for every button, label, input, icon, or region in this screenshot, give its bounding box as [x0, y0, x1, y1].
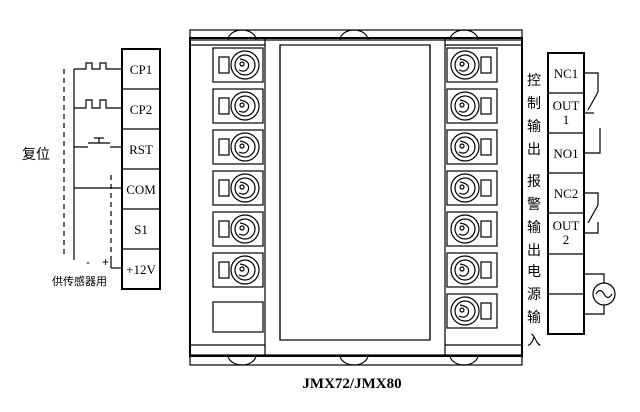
- right-screw-terminals: [446, 47, 498, 329]
- sensor-supply-label: 供传感器用: [52, 274, 107, 288]
- left-empty-slot: [212, 301, 264, 333]
- power-input-char-1: 电: [527, 264, 541, 280]
- minus-sign: -: [86, 255, 90, 269]
- terminal-s1-label: S1: [134, 222, 148, 237]
- terminal-com-label: COM: [126, 182, 156, 197]
- terminal-nc1-label: NC1: [554, 66, 579, 81]
- alarm-output-group: 报 警 输 出: [527, 174, 541, 259]
- right-terminal-strip: NC1 OUT 1 NO1 NC2 OUT 2: [547, 52, 585, 335]
- power-input-char-2: 源: [527, 287, 541, 303]
- terminal-nc2-label: NC2: [554, 186, 579, 201]
- left-screw-terminals: [212, 47, 264, 288]
- screw-terminal-icon: [446, 170, 498, 206]
- screw-terminal-icon: [446, 47, 498, 83]
- power-input-char-4: 入: [527, 333, 541, 349]
- left-terminal-strip: CP1 CP2 RST COM S1 +12V: [121, 48, 161, 290]
- ac-source-icon: [592, 282, 616, 306]
- alarm-output-char-4: 出: [527, 243, 541, 259]
- terminal-out2-label: OUT: [553, 218, 580, 233]
- screw-terminal-icon: [212, 170, 264, 206]
- reset-label: 复位: [22, 146, 50, 163]
- terminal-rst-label: RST: [129, 142, 153, 157]
- terminal-cp2-label: CP2: [130, 102, 152, 117]
- power-input-group: 电 源 输 入: [527, 264, 541, 349]
- screw-terminal-icon: [212, 129, 264, 165]
- control-output-group: 控 制 输 出: [527, 73, 541, 158]
- device-body: [189, 29, 523, 366]
- control-output-char-3: 输: [527, 119, 541, 135]
- screw-terminal-icon: [212, 88, 264, 124]
- screw-terminal-icon: [446, 252, 498, 288]
- alarm-output-char-2: 警: [527, 197, 541, 213]
- power-input-char-3: 输: [527, 310, 541, 326]
- screw-terminal-icon: [446, 88, 498, 124]
- terminal-no1-label: NO1: [553, 146, 578, 161]
- plus-sign: +: [102, 255, 109, 269]
- model-name: JMX72/JMX80: [302, 376, 401, 392]
- screw-terminal-icon: [446, 211, 498, 247]
- screw-terminal-icon: [212, 252, 264, 288]
- terminal-out1-label: OUT: [553, 98, 580, 113]
- control-output-char-1: 控: [527, 73, 541, 89]
- alarm-output-char-3: 输: [527, 220, 541, 236]
- terminal-cp1-label: CP1: [130, 62, 152, 77]
- terminal-out2-number: 2: [563, 232, 570, 247]
- screw-terminal-icon: [212, 211, 264, 247]
- left-wiring: - +: [63, 62, 122, 269]
- alarm-output-char-1: 报: [527, 174, 541, 190]
- control-output-char-4: 出: [527, 142, 541, 158]
- terminal-12v-label: +12V: [126, 262, 156, 277]
- screw-terminal-icon: [212, 47, 264, 83]
- screw-terminal-icon: [446, 129, 498, 165]
- screw-terminal-icon: [446, 293, 498, 329]
- control-output-char-2: 制: [527, 96, 541, 112]
- terminal-out1-number: 1: [563, 112, 570, 127]
- right-wiring: [584, 72, 616, 315]
